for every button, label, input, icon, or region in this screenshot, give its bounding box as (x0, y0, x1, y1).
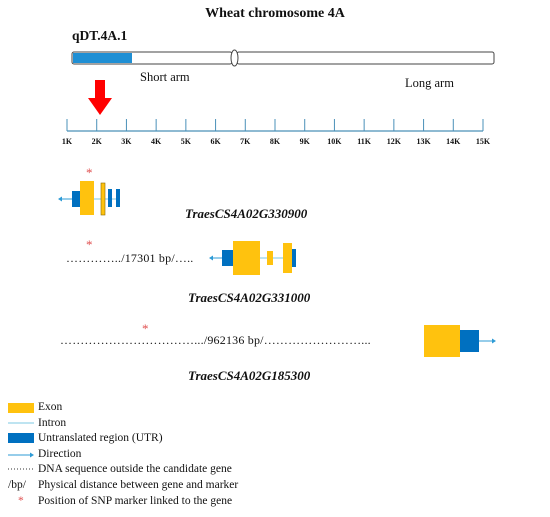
scale-tick-label: 11K (357, 137, 372, 146)
gene-2-dots-right: ….. (174, 251, 194, 265)
gene-1-name: TraesCS4A02G330900 (185, 206, 308, 221)
gene-1-exon (100, 182, 106, 216)
gene-1-structure (58, 181, 120, 216)
gene-1-snp-marker: * (86, 165, 93, 180)
legend-snp: * Position of SNP marker linked to the g… (0, 494, 330, 509)
legend-utr-label: Untranslated region (UTR) (38, 432, 163, 444)
scale-tick-label: 9K (299, 137, 310, 146)
gene-2-exon (233, 241, 260, 275)
legend-bp-label: Physical distance between gene and marke… (38, 479, 239, 491)
qtl-label: qDT.4A.1 (72, 28, 128, 43)
scale-tick-label: 1K (61, 137, 73, 146)
gene-2-dots-left: ………….. (66, 251, 122, 265)
gene-3-dots-left: ……………………………... (60, 333, 204, 347)
scale-tick-label: 12K (386, 137, 401, 146)
gene-3-structure (424, 325, 496, 357)
gene-3-utr (460, 330, 479, 352)
qtl-arrow-shaft (95, 80, 105, 100)
scale-tick-label: 7K (240, 137, 251, 146)
legend-utr: Untranslated region (UTR) (0, 431, 330, 446)
scale-tick-label: 14K (446, 137, 461, 146)
scale-tick-label: 15K (475, 137, 491, 146)
gene-3-distance-label: /962136 bp/ (203, 333, 264, 347)
gene-2-utr (292, 249, 296, 267)
figure-title: Wheat chromosome 4A (205, 6, 345, 21)
legend-direction-label: Direction (38, 448, 82, 460)
legend-exon-label: Exon (38, 401, 63, 413)
gene-2-direction-arrowhead (209, 255, 213, 261)
chromosome-long-arm (236, 51, 495, 65)
gene-2-distance-label: /17301 bp/ (121, 251, 175, 265)
gene-3-distance: …………………………….../962136 bp/……………………... (60, 333, 371, 348)
legend-outside: DNA sequence outside the candidate gene (0, 462, 330, 477)
chromosome-4a (71, 49, 495, 67)
scale-tick-label: 5K (180, 137, 191, 146)
legend-exon: Exon (0, 400, 330, 415)
centromere (230, 49, 239, 67)
short-arm-label: Short arm (140, 70, 190, 84)
scale-tick-label: 13K (416, 137, 431, 146)
gene-2-exon (283, 243, 292, 273)
gene-3-exon (424, 325, 460, 357)
long-arm-label: Long arm (405, 76, 454, 90)
gene-2-exon (267, 251, 273, 265)
gene-3-snp-marker: * (142, 321, 149, 336)
legend-exon-swatch (8, 403, 34, 413)
gene-3-dots-right: ……………………... (263, 333, 371, 347)
legend-intron-label: Intron (38, 417, 67, 429)
gene-1-utr (72, 191, 80, 207)
gene-1-exon (80, 181, 94, 215)
scale-tick-label: 6K (210, 137, 221, 146)
gene-3-direction-arrowhead (492, 338, 496, 344)
legend-intron: Intron (0, 416, 330, 431)
legend-bp-symbol: /bp/ (8, 479, 26, 491)
scale-tick-label: 4K (151, 137, 162, 146)
scale-tick-label: 10K (327, 137, 342, 146)
legend-snp-symbol: * (18, 495, 24, 507)
legend-direction-arrowhead (30, 452, 34, 458)
legend-utr-swatch (8, 433, 34, 443)
qtl-arrow (88, 80, 112, 115)
gene-2-snp-marker: * (86, 237, 93, 252)
gene-1-direction-arrowhead (58, 196, 62, 202)
scale-tick-label: 2K (91, 137, 102, 146)
legend-snp-label: Position of SNP marker linked to the gen… (38, 495, 233, 507)
gene-2-utr (222, 250, 233, 266)
scale-tick-label: 3K (121, 137, 132, 146)
scale-ruler (66, 119, 484, 132)
gene-2-distance: …………../17301 bp/….. (66, 251, 193, 266)
legend-symbols (8, 403, 34, 470)
qtl-arrow-head (88, 98, 112, 115)
gene-1-utr (108, 189, 112, 207)
qtl-region (73, 53, 132, 63)
gene-3-name: TraesCS4A02G185300 (188, 368, 311, 383)
gene-1-utr (116, 189, 120, 207)
legend-bp: /bp/ Physical distance between gene and … (0, 478, 330, 493)
legend-outside-label: DNA sequence outside the candidate gene (38, 463, 232, 475)
scale-tick-label: 8K (269, 137, 281, 146)
gene-2-name: TraesCS4A02G331000 (188, 290, 311, 305)
gene-2-structure (209, 241, 296, 275)
legend-direction: Direction (0, 447, 330, 462)
